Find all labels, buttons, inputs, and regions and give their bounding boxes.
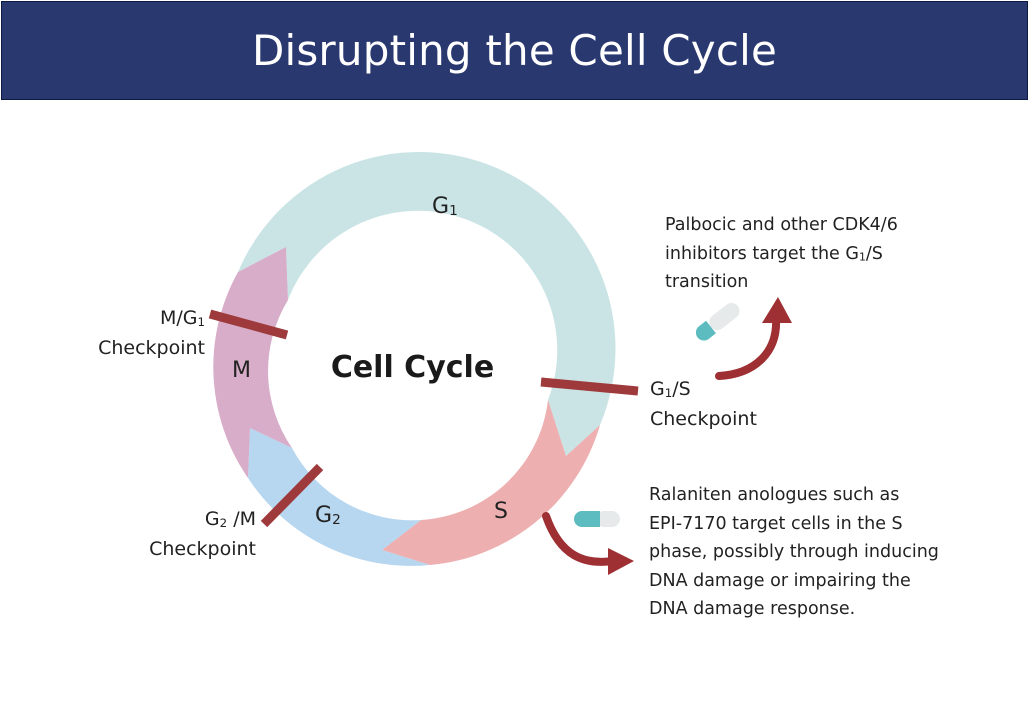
m-g1-checkpoint-label: M/G1 Checkpoint [60,303,205,363]
m-g1-checkpoint-line1: M/G [159,307,198,329]
m-phase-label: M [232,358,251,384]
s-label-text: S [494,499,508,524]
m-g1-checkpoint-bar [208,309,289,340]
g2-m-checkpoint-line2: Checkpoint [149,538,256,560]
m-label-text: M [232,358,251,383]
cdk-note-line3: transition [665,272,749,292]
cdk-note-subscript: 1 [858,250,866,264]
g2-label-text: G [315,503,333,528]
ralaniten-note-line1: Ralaniten anologues such as [649,485,900,505]
capsule-icon [574,511,620,527]
cell-cycle-center-label: Cell Cycle [330,350,495,385]
cdk-inhibitor-note: Palbocic and other CDK4/6 inhibitors tar… [665,211,898,297]
ralaniten-note-line4: DNA damage or impairing the [649,570,911,591]
g1-phase-label: G1 [432,194,458,220]
capsule-icon [695,302,740,341]
m-g1-checkpoint-line2: Checkpoint [98,337,205,359]
m-g1-checkpoint-subscript: 1 [197,314,206,329]
g2-phase-segment [248,428,430,566]
g2-phase-label: G2 [315,503,341,529]
g1-s-checkpoint-label: G1/S Checkpoint [650,374,757,434]
s-phase-label: S [494,499,508,525]
g2-label-subscript: 2 [332,512,341,529]
g1-label-text: G [432,194,450,219]
s-phase-segment [382,400,600,565]
ralaniten-note-line2: EPI-7170 target cells in the S [649,513,903,534]
g1-s-checkpoint-subscript: 1 [664,385,673,400]
g2-m-checkpoint-subscript: 2 [219,515,228,530]
g1-s-checkpoint-line1: G [650,378,665,400]
g2-m-checkpoint-label: G2 /M Checkpoint [110,504,256,564]
page-title: Disrupting the Cell Cycle [251,26,778,75]
g1-label-subscript: 1 [449,203,458,220]
g1-phase-segment [238,151,616,456]
g1-s-checkpoint-bar [540,377,639,396]
g2-m-checkpoint-bar [260,463,324,528]
ralaniten-note-line3: phase, possibly through inducing [649,542,939,562]
g1-s-checkpoint-line2: Checkpoint [650,408,757,430]
g1-s-checkpoint-line1-tail: /S [672,378,691,400]
cdk-note-line2: inhibitors target the G [665,243,859,264]
ralaniten-note: Ralaniten anologues such as EPI-7170 tar… [649,481,939,624]
cdk-note-line2-tail: /S [865,243,883,264]
curved-arrow-icon [542,512,634,575]
ralaniten-note-line5: DNA damage response. [649,599,856,619]
title-banner: Disrupting the Cell Cycle [1,1,1028,100]
g2-m-checkpoint-line1: G [204,508,220,530]
g2-m-checkpoint-line1-tail: /M [227,508,256,530]
m-phase-segment [213,247,292,478]
cdk-note-line1: Palbocic and other CDK4/6 [665,215,898,235]
curved-arrow-icon [715,297,792,380]
